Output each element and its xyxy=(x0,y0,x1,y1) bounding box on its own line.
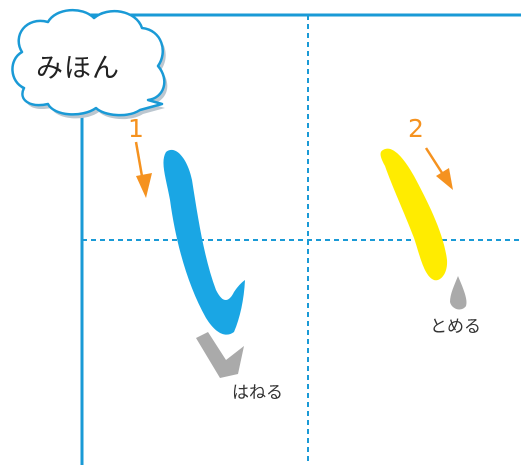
stroke-1-ending-label: はねる xyxy=(232,383,283,403)
hane-mark xyxy=(196,332,244,378)
stroke-1-shape xyxy=(163,149,245,335)
stroke-2-shape xyxy=(380,148,448,281)
stroke-2-number: 2 xyxy=(408,114,424,143)
sample-label: みほん xyxy=(36,53,120,84)
stroke-1-arrow xyxy=(134,141,152,198)
tome-mark xyxy=(450,276,467,310)
stroke-1-number: 1 xyxy=(128,114,144,143)
stroke-2-arrow xyxy=(424,147,453,190)
stroke-2-ending-label: とめる xyxy=(430,317,481,337)
sample-cloud xyxy=(11,9,168,120)
